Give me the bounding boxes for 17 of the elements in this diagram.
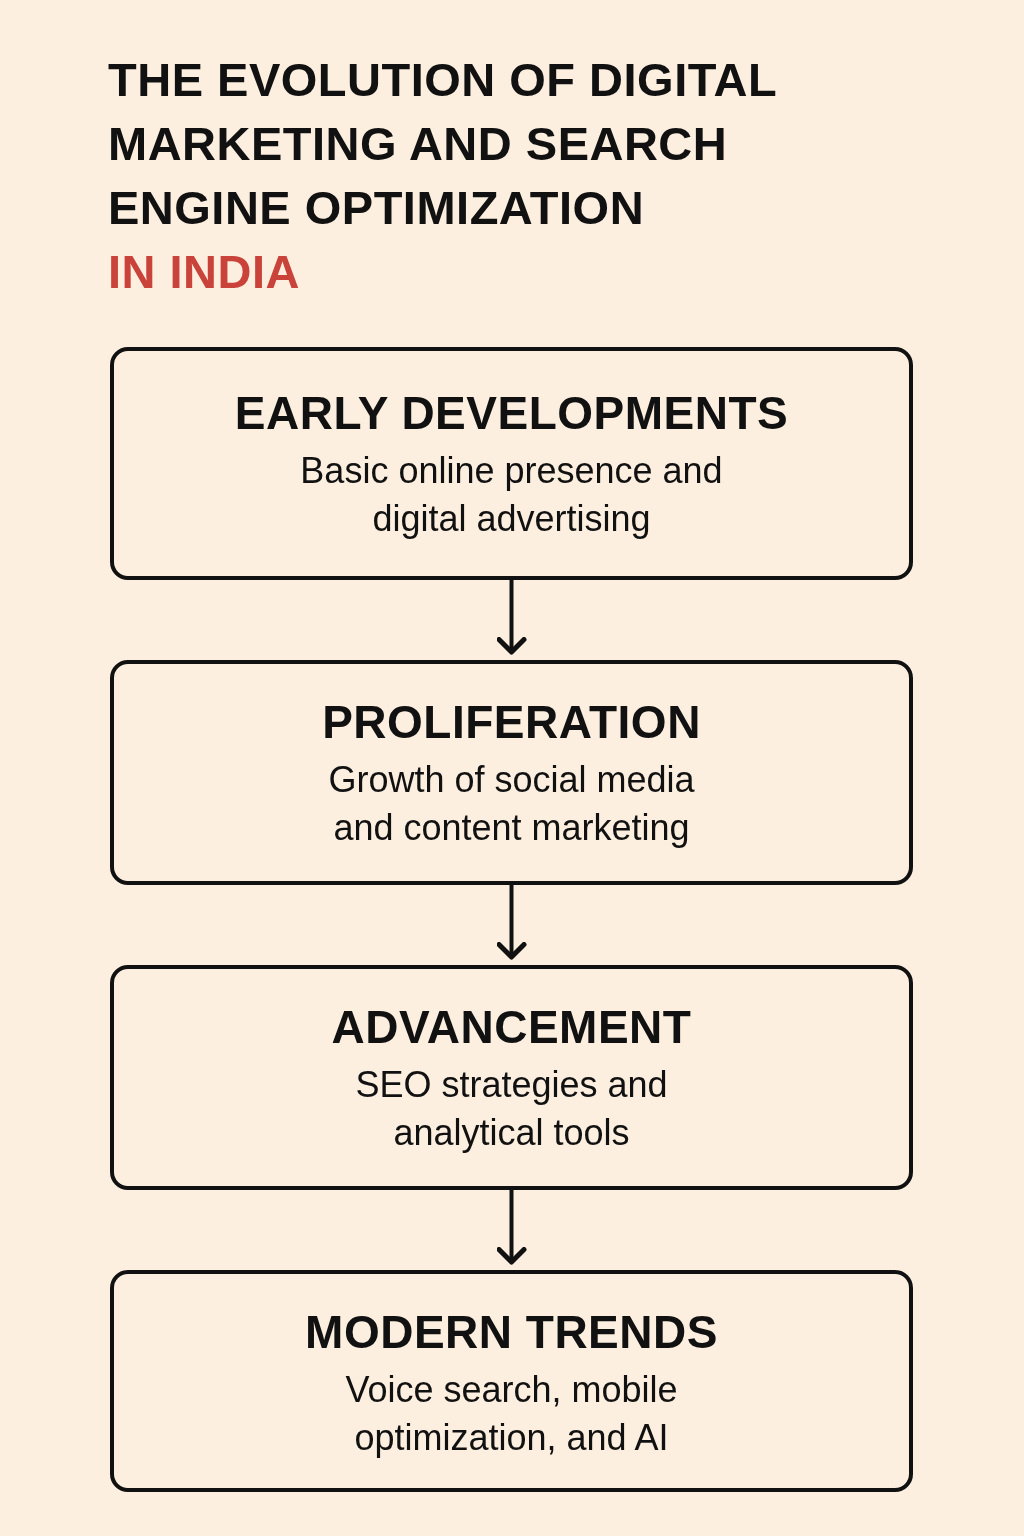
stage-description: Basic online presence and digital advertising	[299, 449, 724, 541]
stage-description: SEO strategies and analytical tools	[354, 1063, 669, 1155]
stage-description: Growth of social media and content marketing	[327, 758, 696, 850]
arrow	[496, 885, 527, 960]
stage-heading: PROLIFERATION	[322, 695, 701, 750]
stage-box	[110, 1270, 913, 1492]
stage-box	[110, 965, 913, 1190]
diagram-title: THE EVOLUTION OF DIGITAL MARKETING AND SEARCH ENGINE OPTIMIZATION	[108, 52, 778, 236]
arrow	[496, 1190, 527, 1265]
stage-heading: ADVANCEMENT	[331, 1000, 692, 1055]
stage-heading: EARLY DEVELOPMENTS	[234, 386, 789, 441]
stage-box	[110, 347, 913, 580]
stage-heading: MODERN TRENDS	[305, 1305, 718, 1360]
stage-box	[110, 660, 913, 885]
subtitle: IN INDIA	[108, 244, 300, 300]
stage-description: Voice search, mobile optimization, and AI	[344, 1368, 679, 1460]
arrow	[496, 580, 527, 655]
